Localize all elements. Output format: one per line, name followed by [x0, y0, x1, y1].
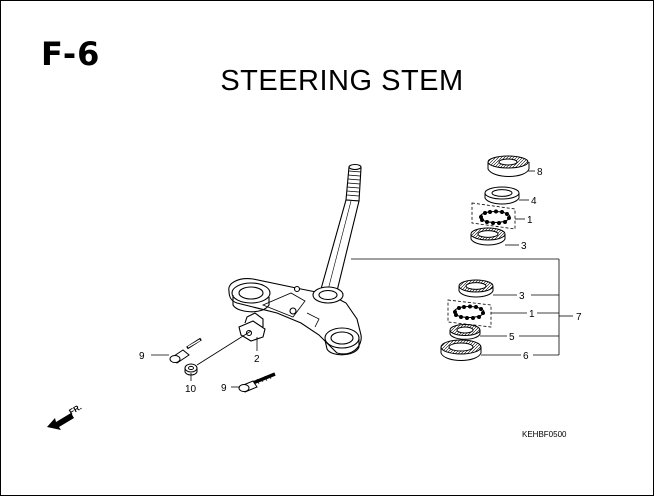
steering-stem-part — [228, 163, 362, 356]
leader-lines — [151, 170, 573, 388]
page-title: STEERING STEM — [220, 65, 464, 97]
callout-1-lower: 1 — [529, 309, 535, 320]
part-6-lower-race — [440, 339, 482, 361]
diagram-reference-code: KEHBF0500 — [522, 430, 567, 439]
front-indicator-label: FR. — [68, 402, 84, 416]
callout-9-lower: 9 — [221, 383, 227, 394]
callout-3-upper: 3 — [521, 241, 527, 252]
callout-10: 10 — [185, 384, 197, 395]
part-3-lower-race — [458, 279, 494, 298]
callout-5: 5 — [509, 332, 515, 343]
callout-6: 6 — [523, 351, 529, 362]
part-1-upper-bearing — [471, 202, 516, 230]
callout-3-lower: 3 — [519, 291, 525, 302]
part-8-locknut — [487, 155, 530, 177]
bolt-9-lower — [238, 372, 276, 393]
callout-4: 4 — [531, 196, 537, 207]
callout-7: 7 — [576, 312, 582, 323]
callout-1-upper: 1 — [527, 215, 533, 226]
callout-2: 2 — [254, 354, 260, 365]
callout-9-left: 9 — [139, 351, 145, 362]
part-1-lower-bearing — [447, 299, 492, 328]
bolt-9-left — [169, 337, 202, 364]
part-5-dust-seal — [449, 324, 481, 340]
section-code: F-6 — [41, 35, 101, 73]
part-4-adjust-nut — [484, 186, 520, 205]
front-direction-arrow-icon: FR. — [47, 402, 83, 430]
callout-8: 8 — [537, 167, 543, 178]
part-3-upper-race — [470, 227, 506, 246]
